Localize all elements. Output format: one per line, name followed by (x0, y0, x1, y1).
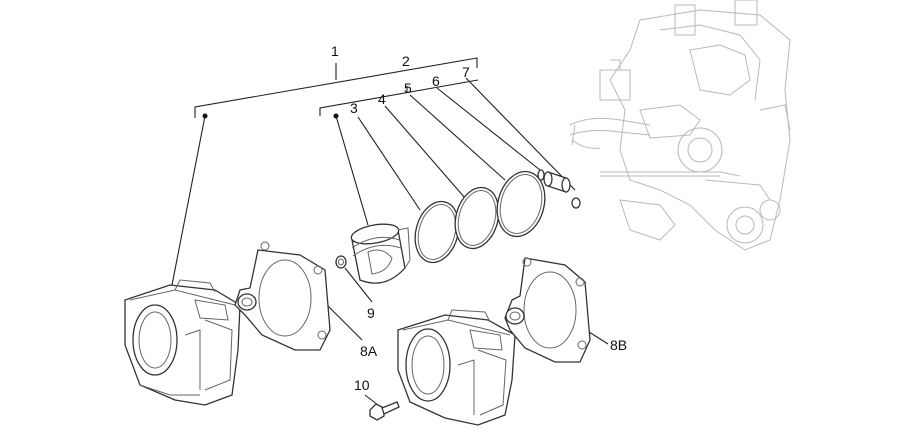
gasket-8a (234, 241, 331, 351)
gasket-8b (504, 257, 591, 363)
callout-10: 10 (354, 377, 370, 393)
engine-crankcase-background (569, 0, 791, 251)
callout-9: 9 (367, 305, 375, 321)
bolt-10 (369, 401, 400, 421)
leader-lines (171, 57, 609, 406)
callout-labels: 1 2 3 4 5 6 7 8A 8B 9 10 (331, 43, 627, 393)
wrist-pin (537, 169, 581, 209)
callout-5: 5 (404, 80, 412, 96)
callout-1: 1 (331, 43, 339, 59)
cylinder-right (397, 309, 516, 426)
piston-pin-clip-9 (335, 255, 347, 269)
piston (350, 223, 411, 284)
callout-8b: 8B (610, 337, 627, 353)
piston-rings (414, 170, 546, 264)
callout-2: 2 (402, 53, 410, 69)
cylinder-left (124, 279, 241, 406)
callout-6: 6 (432, 73, 440, 89)
callout-4: 4 (378, 91, 386, 107)
callout-7: 7 (462, 64, 470, 80)
callout-3: 3 (350, 100, 358, 116)
callout-8a: 8A (360, 343, 378, 359)
